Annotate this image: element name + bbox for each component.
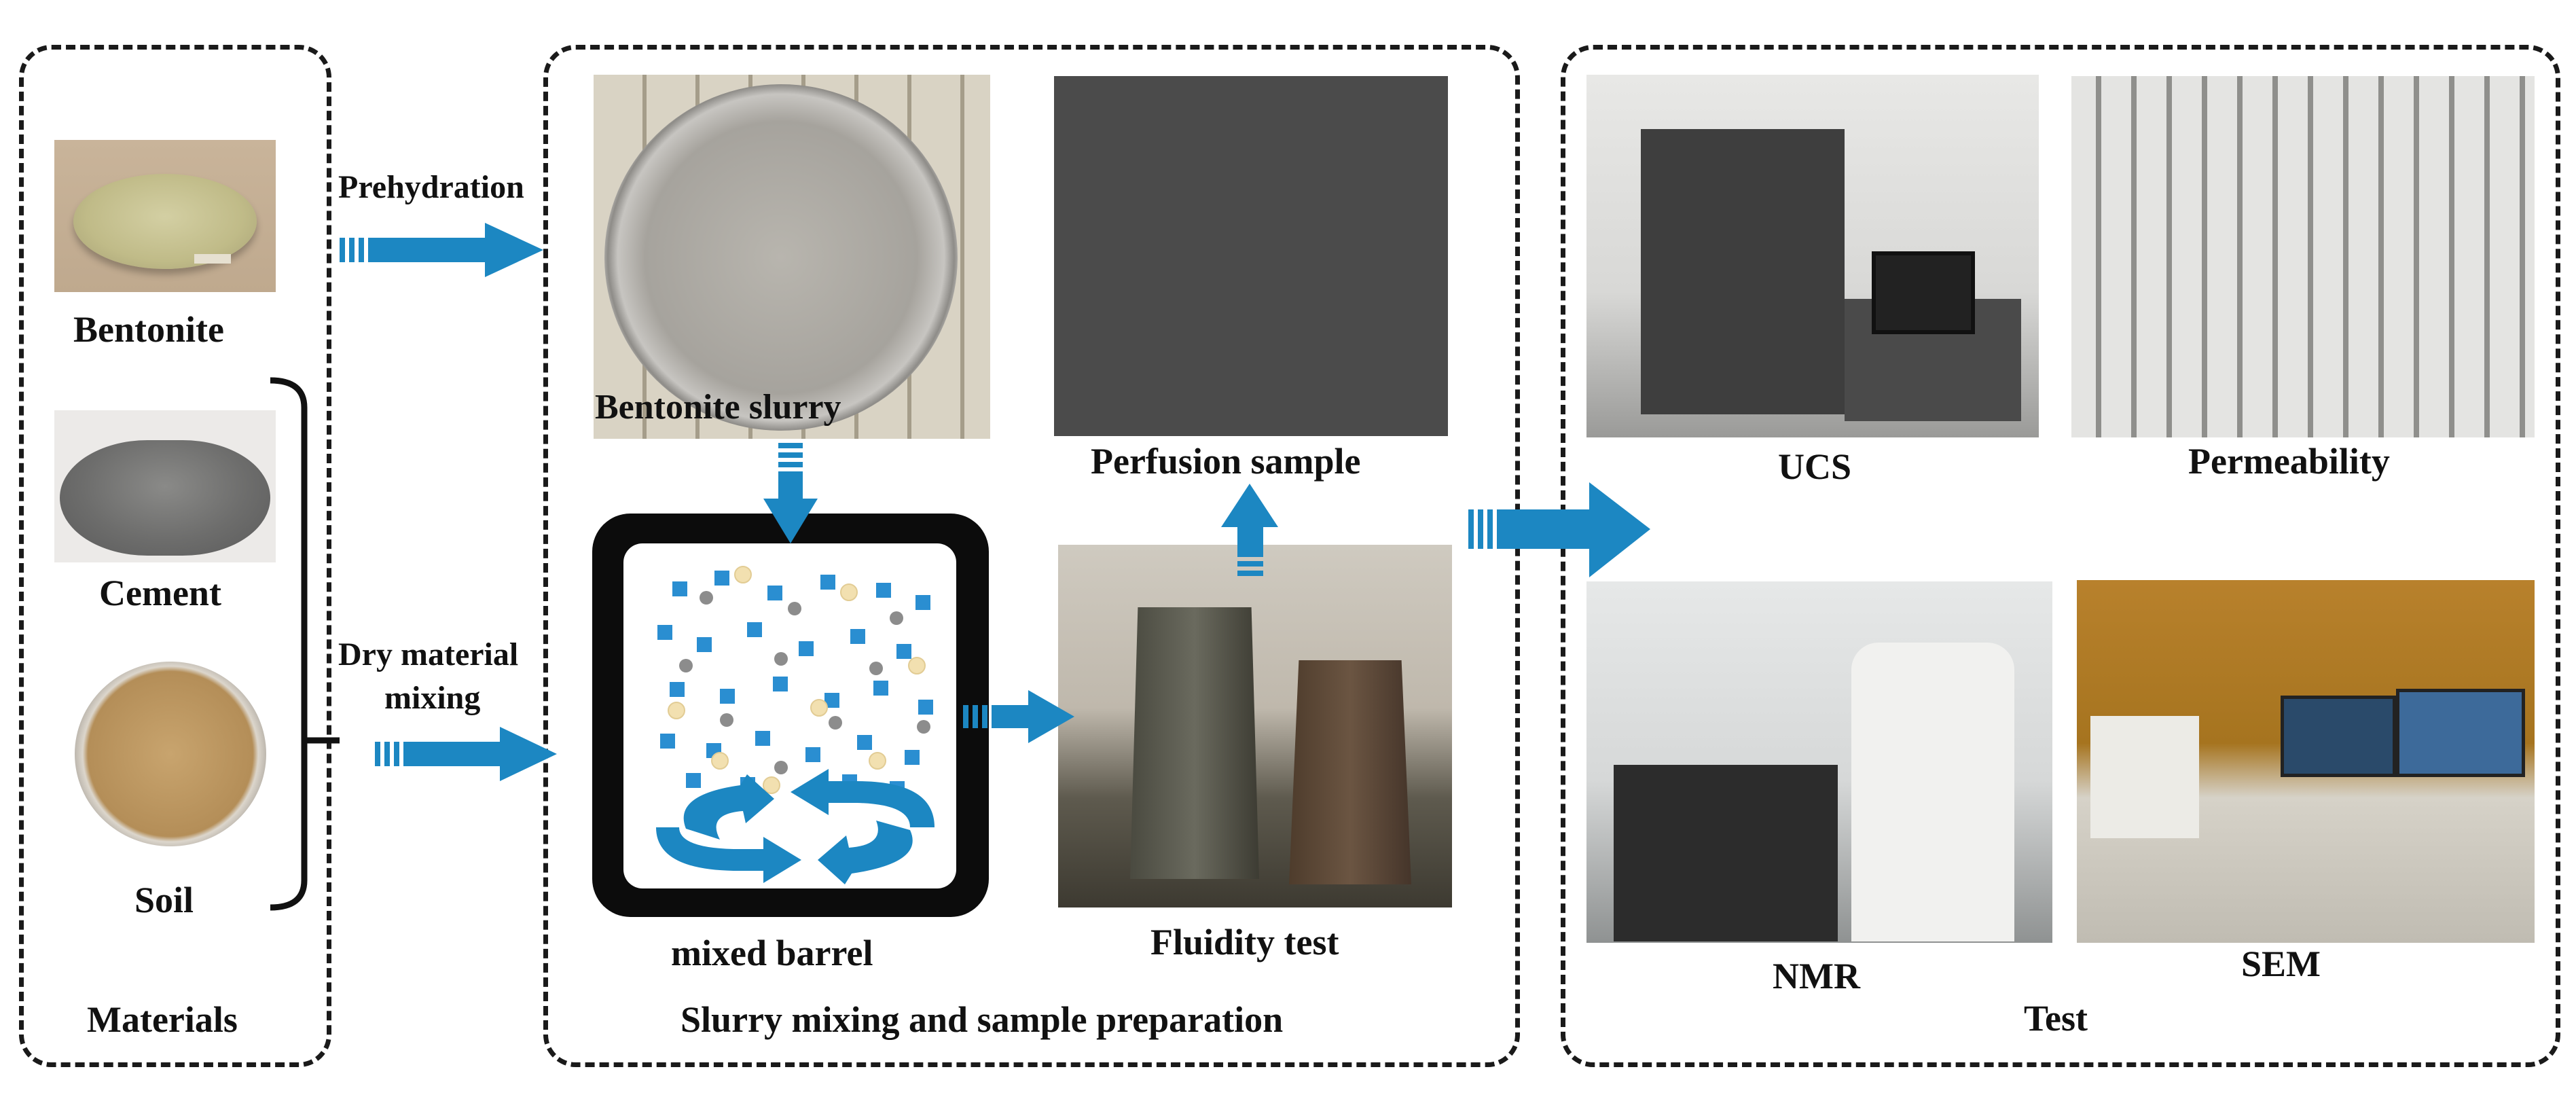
- cement-label: Cement: [99, 573, 221, 613]
- soil-label: Soil: [134, 880, 194, 920]
- permeability-label: Permeability: [2188, 441, 2390, 482]
- fluidity-test-photo: [1058, 545, 1452, 907]
- dry-mixing-arrow: [375, 727, 557, 781]
- materials-panel-title: Materials: [87, 999, 238, 1040]
- mixed-barrel-label: mixed barrel: [671, 933, 873, 973]
- test-panel-title: Test: [2024, 998, 2088, 1039]
- prehydration-label: Prehydration: [338, 169, 524, 205]
- prehydration-arrow: [340, 223, 543, 277]
- perfusion-sample-photo: [1054, 76, 1448, 436]
- materials-panel: [19, 45, 331, 1067]
- mixing-panel-title: Slurry mixing and sample preparation: [681, 999, 1284, 1040]
- dry-mixing-label-line2: mixing: [384, 680, 481, 716]
- fluidity-test-label: Fluidity test: [1150, 922, 1339, 963]
- perfusion-sample-label: Perfusion sample: [1091, 441, 1361, 482]
- ucs-photo: [1586, 75, 2039, 437]
- fluidity-to-perfusion-arrow: [1221, 484, 1278, 576]
- dry-mixing-label-line1: Dry material: [338, 636, 519, 672]
- mixing-panel: [543, 45, 1520, 1067]
- barrel-to-fluidity-arrow: [963, 690, 1074, 743]
- bentonite-label: Bentonite: [73, 309, 224, 350]
- nmr-photo: [1586, 581, 2052, 943]
- materials-bracket: [270, 377, 308, 911]
- bentonite-slurry-photo: [594, 75, 990, 439]
- nmr-label: NMR: [1773, 956, 1860, 996]
- slurry-to-barrel-arrow: [763, 443, 818, 543]
- soil-photo: [75, 662, 266, 846]
- bentonite-slurry-label: Bentonite slurry: [595, 388, 841, 427]
- permeability-photo: [2071, 76, 2535, 437]
- ucs-label: UCS: [1778, 446, 1852, 487]
- cement-photo: [54, 410, 276, 562]
- mixed-barrel: [592, 514, 989, 917]
- test-panel: [1561, 45, 2560, 1067]
- sem-photo: [2077, 580, 2535, 943]
- sem-label: SEM: [2241, 943, 2321, 984]
- bentonite-photo: [54, 140, 276, 292]
- mixing-to-test-arrow: [1468, 482, 1650, 577]
